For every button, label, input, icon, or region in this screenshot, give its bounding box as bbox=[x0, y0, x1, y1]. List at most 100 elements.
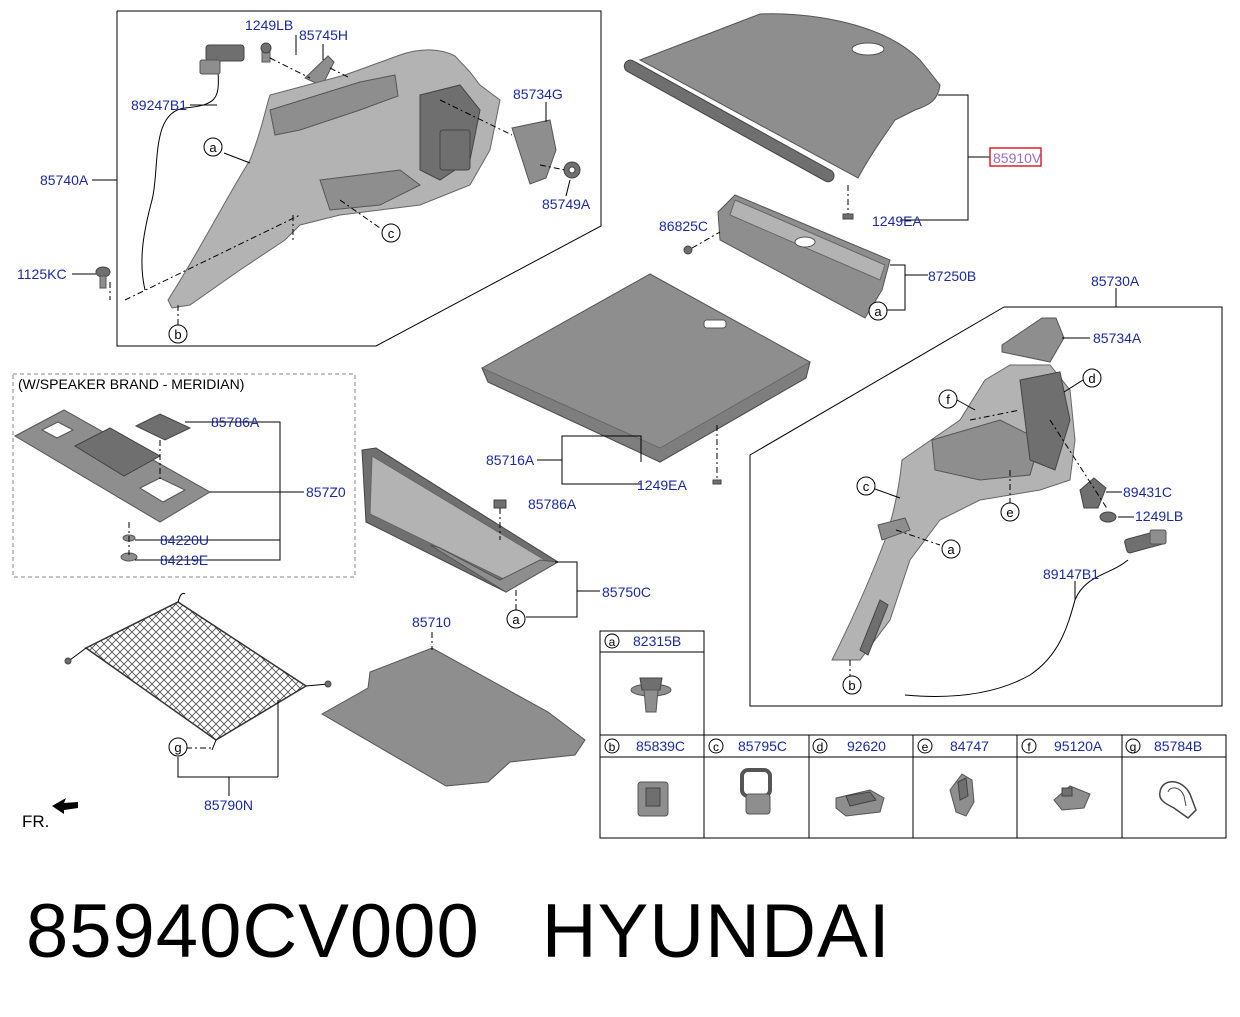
part-caption: 85940CV000 HYUNDAI bbox=[26, 888, 891, 975]
label-85730A: 85730A bbox=[1091, 273, 1140, 289]
label-85740A: 85740A bbox=[40, 172, 89, 188]
svg-text:92620: 92620 bbox=[847, 738, 886, 754]
legend-e: e 84747 bbox=[917, 738, 989, 817]
label-89431C: 89431C bbox=[1123, 484, 1172, 500]
front-marker: FR. bbox=[22, 798, 78, 831]
svg-text:g: g bbox=[1130, 740, 1137, 754]
callout-a-tray: a bbox=[506, 609, 526, 629]
label-85734G: 85734G bbox=[513, 86, 563, 102]
clip-1249LB-right bbox=[1099, 511, 1117, 523]
part-number: 85940CV000 bbox=[26, 889, 480, 974]
hook-85784B-icon bbox=[1158, 781, 1197, 819]
svg-text:d: d bbox=[817, 740, 824, 754]
callout-f-right: f bbox=[938, 389, 958, 409]
right-trim-group: 85730A 85734A bbox=[749, 273, 1223, 707]
parts-diagram: 1249LB 85745H 89247B1 85734G 85740A 8574… bbox=[12, 10, 1227, 839]
svg-text:a: a bbox=[512, 612, 520, 627]
label-1249EA-mid: 1249EA bbox=[637, 477, 687, 493]
luggage-mat-group: 85710 bbox=[320, 614, 586, 787]
svg-text:85839C: 85839C bbox=[636, 738, 685, 754]
legend-d: d 92620 bbox=[812, 738, 886, 817]
callout-a-left: a bbox=[203, 137, 223, 157]
label-1249EA-top: 1249EA bbox=[872, 213, 922, 229]
svg-text:b: b bbox=[848, 678, 855, 693]
legend-b: b 85839C bbox=[604, 738, 685, 817]
label-1249LB-right: 1249LB bbox=[1135, 508, 1183, 524]
svg-text:95120A: 95120A bbox=[1054, 738, 1103, 754]
lamp-92620-icon bbox=[835, 789, 885, 817]
socket-95120A-icon bbox=[1053, 785, 1091, 811]
brand-name: HYUNDAI bbox=[541, 889, 891, 974]
cargo-net-group: 85790N g bbox=[64, 592, 332, 813]
legend-c: c 85795C bbox=[708, 738, 787, 815]
fastener-legend: a 82315B b 85839C c 85795C bbox=[599, 630, 1227, 839]
highlight-box-85910V bbox=[989, 147, 1042, 167]
callout-b-left: b bbox=[168, 324, 188, 344]
clip-84747-icon bbox=[949, 773, 975, 817]
label-84219E: 84219E bbox=[160, 552, 208, 568]
label-89247B1: 89247B1 bbox=[131, 97, 187, 113]
svg-text:c: c bbox=[713, 740, 719, 754]
svg-text:a: a bbox=[609, 635, 616, 649]
label-89147B1: 89147B1 bbox=[1043, 566, 1099, 582]
clip-85839C-icon bbox=[637, 781, 669, 817]
label-85750C: 85750C bbox=[602, 584, 651, 600]
label-85786A-mid: 85786A bbox=[528, 496, 577, 512]
label-857Z0: 857Z0 bbox=[306, 484, 346, 500]
cargo-net-85790N bbox=[84, 601, 308, 741]
callout-c-right: c bbox=[856, 476, 876, 496]
cover-85786A-box bbox=[134, 413, 192, 441]
svg-text:e: e bbox=[1006, 505, 1013, 520]
label-85716A: 85716A bbox=[486, 452, 535, 468]
luggage-board-85716A bbox=[481, 273, 811, 463]
label-85734A: 85734A bbox=[1093, 330, 1142, 346]
svg-text:f: f bbox=[1027, 740, 1031, 754]
label-87250B: 87250B bbox=[928, 268, 976, 284]
label-85749A: 85749A bbox=[542, 196, 591, 212]
callout-a-scuff: a bbox=[868, 301, 888, 321]
legend-f: f 95120A bbox=[1021, 738, 1103, 811]
hook-85795C-icon bbox=[740, 768, 772, 815]
bolt-1125KC bbox=[95, 266, 111, 289]
svg-text:85795C: 85795C bbox=[738, 738, 787, 754]
legend-a: a 82315B bbox=[604, 633, 681, 713]
label-86825C: 86825C bbox=[659, 218, 708, 234]
callout-d-right: d bbox=[1082, 368, 1102, 388]
label-85710: 85710 bbox=[412, 614, 451, 630]
tonneau-cover-group: 85910V 1249EA bbox=[623, 13, 1042, 229]
svg-text:b: b bbox=[174, 327, 181, 342]
label-85786A-box: 85786A bbox=[211, 414, 260, 430]
svg-text:c: c bbox=[388, 226, 395, 241]
label-85790N: 85790N bbox=[204, 797, 253, 813]
callout-b-right: b bbox=[842, 675, 862, 695]
label-85910V: 85910V bbox=[993, 150, 1042, 166]
connector-89247B1 bbox=[199, 44, 245, 75]
svg-text:85784B: 85784B bbox=[1154, 738, 1202, 754]
clip-1249LB-top bbox=[260, 42, 272, 63]
legend-g: g 85784B bbox=[1125, 738, 1202, 819]
label-84220U: 84220U bbox=[160, 532, 209, 548]
connector-89147B1 bbox=[1124, 529, 1167, 554]
clip-82315B-icon bbox=[630, 677, 672, 713]
switch-89431C bbox=[1079, 477, 1107, 509]
luggage-mat-85710 bbox=[320, 647, 586, 787]
svg-text:82315B: 82315B bbox=[633, 633, 681, 649]
speaker-box-group: (W/SPEAKER BRAND - MERIDIAN) 85786A 857Z… bbox=[12, 373, 356, 578]
svg-text:d: d bbox=[1088, 371, 1095, 386]
svg-text:c: c bbox=[863, 479, 870, 494]
svg-text:g: g bbox=[174, 740, 181, 755]
callout-e-right: e bbox=[1000, 502, 1020, 522]
cover-85734A bbox=[1001, 317, 1065, 363]
speaker-brand-note: (W/SPEAKER BRAND - MERIDIAN) bbox=[18, 376, 244, 392]
grommet-85749A bbox=[563, 161, 581, 179]
svg-text:a: a bbox=[874, 304, 882, 319]
svg-text:a: a bbox=[209, 140, 217, 155]
left-trim-group: 1249LB 85745H 89247B1 85734G 85740A 8574… bbox=[17, 10, 602, 347]
front-arrow-icon bbox=[52, 798, 78, 814]
luggage-board-group: 85716A 1249EA bbox=[481, 273, 811, 493]
svg-text:84747: 84747 bbox=[950, 738, 989, 754]
svg-text:FR.: FR. bbox=[22, 812, 49, 831]
callout-a-right: a bbox=[941, 539, 961, 559]
label-85745H: 85745H bbox=[299, 27, 348, 43]
label-1125KC: 1125KC bbox=[17, 266, 67, 282]
